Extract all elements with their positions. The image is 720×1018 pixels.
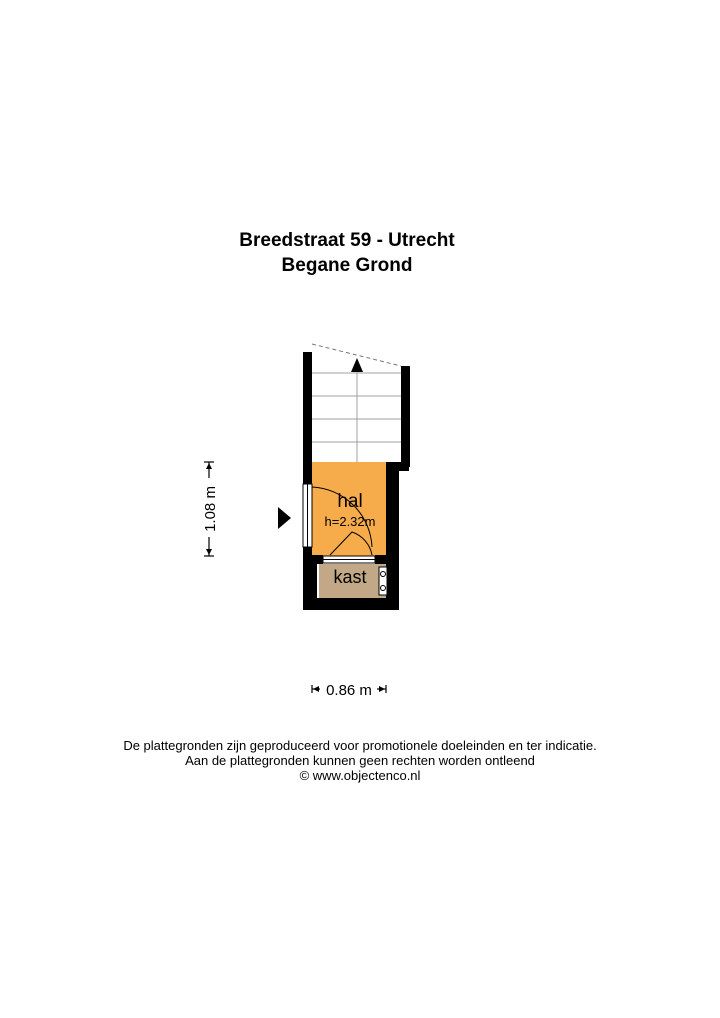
kast-door	[322, 531, 376, 564]
stair-treads	[312, 368, 401, 462]
wall-right-lower	[386, 462, 399, 610]
walls	[303, 352, 410, 610]
stair-direction-arrow-icon	[351, 358, 363, 372]
entrance-arrow-icon	[278, 507, 291, 529]
wall-right-upper	[401, 366, 410, 467]
width-dimension: 0.86 m	[311, 682, 387, 699]
staircase	[311, 343, 402, 462]
room-hal	[312, 462, 386, 556]
room-height-hal: h=2.32m	[325, 514, 376, 529]
wall-left-lower	[303, 560, 317, 610]
stair-cut-line	[311, 343, 402, 367]
disclaimer-line-2: Aan de plattegronden kunnen geen rechten…	[185, 753, 535, 768]
room-kast	[319, 564, 389, 598]
copyright-line: © www.objectenco.nl	[299, 768, 421, 783]
room-label-hal: hal	[337, 491, 362, 512]
plan-address-title: Breedstraat 59 - Utrecht	[239, 230, 455, 251]
height-dimension-label: 1.08 m	[202, 486, 219, 532]
wall-bottom	[303, 598, 399, 610]
disclaimer-line-1: De plattegronden zijn geproduceerd voor …	[123, 738, 597, 753]
wall-left-upper	[303, 352, 312, 484]
room-label-kast: kast	[333, 567, 366, 587]
utility-meters-icon	[378, 566, 388, 596]
width-dimension-label: 0.86 m	[326, 682, 372, 699]
plan-floor-title: Begane Grond	[281, 255, 413, 276]
height-dimension: 1.08 m	[202, 461, 219, 557]
door-swing-arc	[311, 486, 373, 548]
